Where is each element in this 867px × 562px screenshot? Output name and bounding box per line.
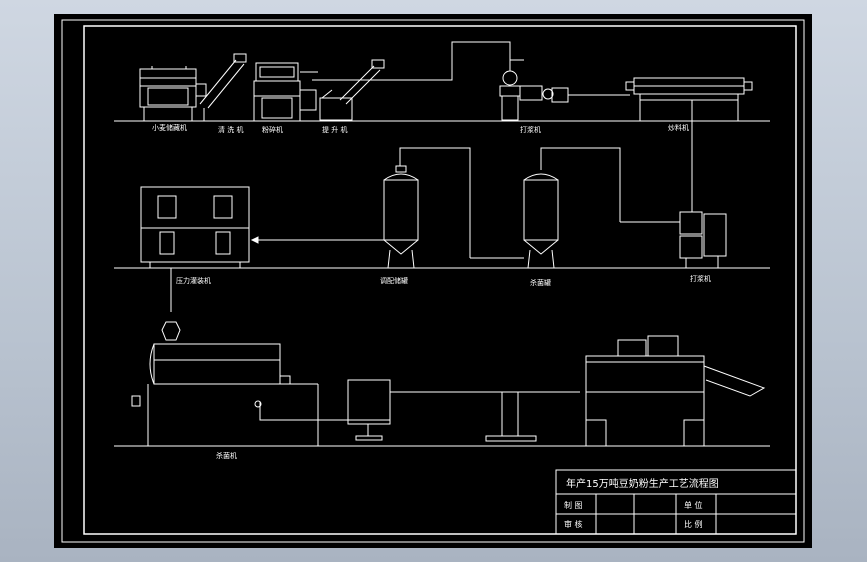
- pressure-filling-machine: [140, 186, 250, 268]
- label-filling: 压力灌装机: [176, 276, 211, 285]
- blending-tank: [383, 165, 419, 269]
- inclined-conveyor-1: [199, 53, 247, 121]
- pulping-machine-2: [679, 211, 727, 268]
- inner-border: [83, 25, 797, 535]
- pipe-to-sterilization-tank: [540, 147, 621, 222]
- drawing-labels: 小麦储藏机 清 洗 机 粉碎机 提 升 机 打浆机 炒料机 压力灌装机 调配储罐…: [152, 123, 719, 529]
- title-block-title: 年产15万吨豆奶粉生产工艺流程图: [566, 477, 719, 490]
- storage-machine: [139, 66, 207, 121]
- label-crusher: 粉碎机: [262, 125, 283, 134]
- support-stand: [448, 391, 580, 442]
- pulping-machine: [499, 59, 569, 121]
- drying-machine: [585, 335, 766, 446]
- inclined-conveyor-2: [319, 59, 385, 121]
- washing-machine: [253, 62, 318, 122]
- label-cleaner: 清 洗 机: [218, 125, 243, 134]
- filter-unit: [347, 379, 391, 441]
- label-roaster: 炒料机: [668, 123, 689, 132]
- process-flow-drawing: [61, 19, 805, 543]
- label-storage: 小麦储藏机: [152, 123, 187, 132]
- outer-border: [61, 19, 805, 543]
- roasting-machine: [625, 77, 753, 121]
- pipe-to-blending-tank: [399, 147, 471, 258]
- label-elevator: 提 升 机: [322, 125, 347, 134]
- title-block-drawn: 制 图: [564, 500, 583, 510]
- pipe-wash-to-pulper: [312, 41, 511, 81]
- arrow-to-filling: [250, 236, 259, 244]
- title-block-unit: 单 位: [684, 500, 703, 510]
- label-blending-tank: 调配储罐: [380, 276, 408, 285]
- title-block-checked: 审 核: [564, 519, 583, 529]
- sterilizer: [131, 321, 390, 446]
- title-block-scale: 比 例: [684, 519, 703, 529]
- label-pulper: 打浆机: [520, 125, 541, 134]
- sterilization-tank: [523, 173, 559, 269]
- label-sterilizer: 杀菌机: [216, 451, 237, 460]
- title-block: [555, 469, 797, 535]
- label-pulper-2: 打浆机: [690, 274, 711, 283]
- label-sterilization-tank: 杀菌罐: [530, 278, 551, 287]
- drawing-sheet: 小麦储藏机 清 洗 机 粉碎机 提 升 机 打浆机 炒料机 压力灌装机 调配储罐…: [54, 14, 812, 548]
